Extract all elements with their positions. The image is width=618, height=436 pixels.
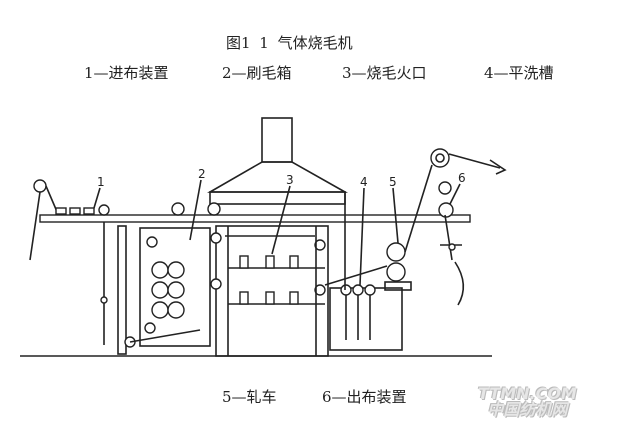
label-2: 2 (198, 167, 206, 181)
top-rail (39, 214, 471, 223)
label-1: 1 (97, 175, 105, 189)
watermark: TTMN.COM 中国纺机网 (478, 386, 577, 418)
legend-item-6: 6—出布装置 (322, 388, 407, 406)
legend-item-5: 5—轧车 (222, 388, 277, 406)
padder (324, 164, 433, 286)
label-3: 3 (286, 173, 294, 187)
legend-item-4: 4—平洗槽 (484, 64, 554, 82)
feeding-device (29, 179, 136, 355)
watermark-line2: 中国纺机网 (487, 400, 568, 419)
exhaust-hood (207, 117, 349, 205)
legend-item-1: 1—进布装置 (84, 64, 169, 82)
washing-trough (329, 192, 412, 351)
label-5: 5 (389, 175, 397, 189)
legend-item-3: 3—烧毛火口 (342, 64, 427, 82)
delivery-device (430, 148, 507, 306)
label-4: 4 (360, 175, 368, 189)
label-6: 6 (458, 171, 466, 185)
legend-item-2: 2—刷毛箱 (222, 64, 292, 82)
watermark-line1: TTMN.COM (478, 384, 577, 403)
brush-box (129, 202, 221, 347)
figure-title: 图1 1 气体烧毛机 (226, 34, 353, 52)
singeing-chamber (210, 225, 329, 357)
